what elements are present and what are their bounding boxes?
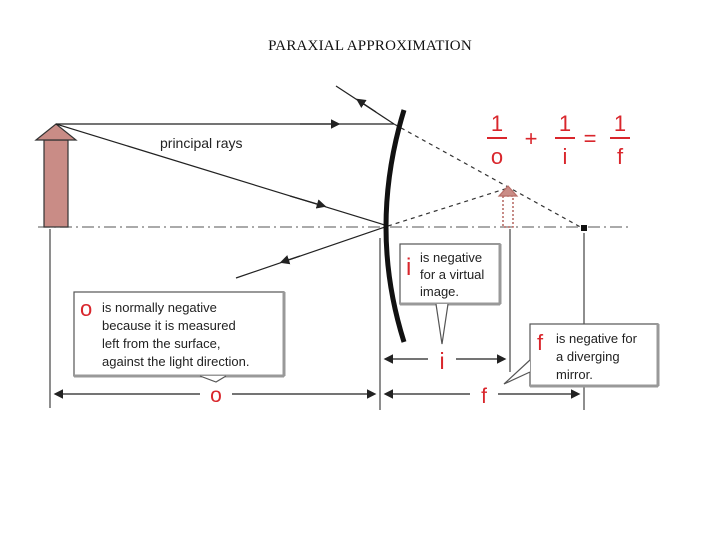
ray-to-vertex xyxy=(55,123,389,227)
o-note-box: o is normally negative because it is mea… xyxy=(73,291,286,378)
f-note-box: f is negative for a diverging mirror. xyxy=(529,323,660,388)
eq-den-i: i xyxy=(563,144,568,169)
ray-reflected-upper-arrow xyxy=(356,98,377,113)
o-note-line-1: is normally negative xyxy=(102,300,217,315)
i-note-line-2: for a virtual xyxy=(420,267,484,282)
o-note-line-3: left from the surface, xyxy=(102,336,221,351)
o-note-line-2: because it is measured xyxy=(102,318,236,333)
i-note-line-3: image. xyxy=(420,284,459,299)
slide-title: PARAXIAL APPROXIMATION xyxy=(268,38,472,54)
convex-mirror xyxy=(383,109,407,343)
f-note-line-3: mirror. xyxy=(556,367,593,382)
f-note-symbol: f xyxy=(537,330,544,355)
i-note-symbol: i xyxy=(406,254,411,281)
eq-den-o: o xyxy=(491,144,503,169)
eq-num-2: 1 xyxy=(559,111,571,136)
virtual-ray-focal xyxy=(393,123,585,230)
mirror-equation: 1 o + 1 i = 1 f xyxy=(487,111,630,169)
ray-to-vertex-arrow xyxy=(289,195,327,209)
i-dimension-label: i xyxy=(439,348,444,374)
f-note-line-2: a diverging xyxy=(556,349,620,364)
o-note-pointer xyxy=(199,375,227,383)
virtual-ray-vertex xyxy=(387,187,509,227)
i-note-pointer xyxy=(435,303,449,345)
ray-reflected-lower xyxy=(235,225,389,279)
principal-rays-label: principal rays xyxy=(160,135,242,151)
f-dimension-label: f xyxy=(481,385,487,408)
o-note-symbol: o xyxy=(80,296,92,321)
i-note-box: i is negative for a virtual image. xyxy=(399,243,502,306)
eq-num-1: 1 xyxy=(491,111,503,136)
eq-equals: = xyxy=(584,126,597,151)
eq-den-f: f xyxy=(617,144,624,169)
object-arrow xyxy=(34,123,78,228)
ray-reflected-lower-arrow xyxy=(279,255,301,265)
i-note-line-1: is negative xyxy=(420,250,482,265)
virtual-image-arrow xyxy=(497,185,519,228)
o-note-line-4: against the light direction. xyxy=(102,354,249,369)
o-dimension-label: o xyxy=(210,384,222,407)
f-note-line-1: is negative for xyxy=(556,331,638,346)
focal-point-marker xyxy=(581,225,587,231)
eq-plus: + xyxy=(525,126,538,151)
eq-num-3: 1 xyxy=(614,111,626,136)
f-note-pointer xyxy=(503,359,531,385)
